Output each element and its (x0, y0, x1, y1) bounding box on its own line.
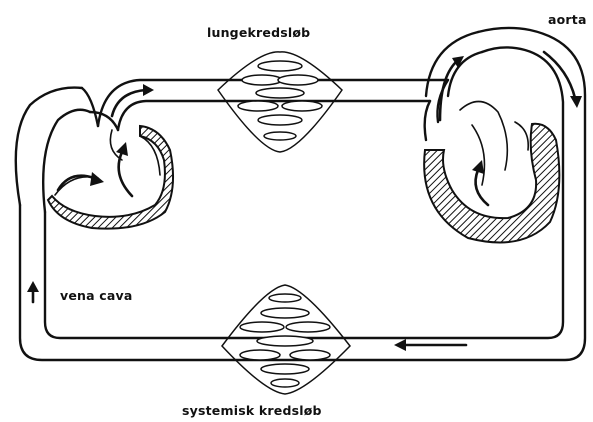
systemic-circuit-label: systemisk kredsløb (182, 403, 322, 418)
arrow-right-ventricle-up (116, 142, 132, 196)
flow-arrows (27, 52, 582, 351)
left-heart (424, 32, 559, 242)
pulmonary-circuit-label: lungekredsløb (207, 25, 310, 40)
arrow-vena-cava-up (27, 281, 39, 302)
right-heart (48, 88, 173, 229)
aorta-label: aorta (548, 12, 587, 27)
vena-cava-inflow (16, 88, 90, 212)
arrow-left-ventricle-up (472, 160, 488, 205)
arrow-into-right-heart (58, 172, 104, 190)
vena-cava-label: vena cava (60, 288, 133, 303)
systemic-capillary-bed (222, 285, 350, 394)
arrow-systemic-return (394, 339, 466, 351)
